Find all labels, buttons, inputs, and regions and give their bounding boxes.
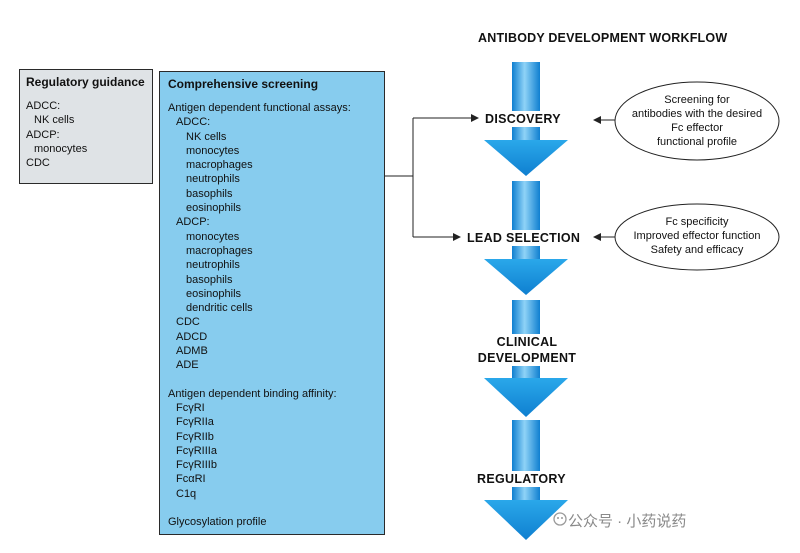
adcp-cell: eosinophils: [186, 287, 242, 300]
adcp-cell: macrophages: [186, 244, 253, 257]
assay-item: ADE: [176, 359, 199, 372]
watermark-text: 公众号 · 小药说药: [568, 513, 687, 530]
reg-line: NK cells: [34, 114, 75, 127]
lead-note-line: Fc specificity: [665, 216, 729, 228]
adcc-cell: monocytes: [186, 144, 240, 157]
adcp-cell: dendritic cells: [186, 302, 253, 315]
stage-clinical-line2: DEVELOPMENT: [477, 351, 577, 365]
workflow-arrow-discovery: [484, 62, 568, 176]
reg-line: ADCP:: [26, 128, 60, 141]
discovery-note-line: antibodies with the desired: [631, 108, 763, 120]
stage-clinical-line1: CLINICAL: [496, 335, 558, 349]
reg-line: CDC: [26, 157, 50, 170]
discovery-note-line: Screening for: [664, 94, 730, 106]
assay-item: CDC: [176, 316, 200, 329]
glycosylation-profile: Glycosylation profile: [168, 516, 267, 529]
workflow-title: ANTIBODY DEVELOPMENT WORKFLOW: [478, 31, 728, 45]
receptor-item: C1q: [176, 487, 197, 500]
receptor-item: FcγRIIb: [176, 430, 214, 443]
receptor-item: FcγRIIa: [176, 416, 214, 429]
assay-item: ADCD: [176, 330, 208, 343]
regulatory-guidance-box: Regulatory guidance ADCC: NK cells ADCP:…: [19, 69, 153, 184]
workflow-arrow-lead: [484, 181, 568, 295]
binding-affinity-heading: Antigen dependent binding affinity:: [168, 387, 337, 400]
stage-clinical-development: CLINICAL DEVELOPMENT: [475, 334, 579, 366]
adcp-cell: monocytes: [186, 230, 240, 243]
adcc-cell: NK cells: [186, 130, 227, 143]
lead-note-line: Safety and efficacy: [650, 244, 744, 256]
adcc-label: ADCC:: [176, 116, 211, 129]
adcc-cell: neutrophils: [186, 173, 240, 186]
receptor-item: FcγRI: [176, 401, 205, 414]
adcp-cell: basophils: [186, 273, 233, 286]
comprehensive-screening-box: Comprehensive screening Antigen dependen…: [159, 71, 385, 535]
assay-item: ADMB: [176, 345, 208, 358]
receptor-item: FcγRIIIb: [176, 459, 217, 472]
stage-discovery: DISCOVERY: [482, 111, 564, 127]
wechat-icon: [553, 512, 567, 526]
adcc-cell: eosinophils: [186, 202, 242, 215]
screening-connector: [385, 114, 479, 241]
screening-title: Comprehensive screening: [168, 77, 319, 91]
stage-regulatory: REGULATORY: [474, 471, 569, 487]
adcc-cell: basophils: [186, 187, 233, 200]
receptor-item: FcγRIIIa: [176, 444, 217, 457]
reg-line: monocytes: [34, 142, 88, 155]
adcp-label: ADCP:: [176, 216, 210, 229]
regulatory-guidance-title: Regulatory guidance: [26, 75, 145, 89]
adcp-cell: neutrophils: [186, 259, 240, 272]
lead-note-line: Improved effector function: [633, 230, 761, 242]
reg-line: ADCC:: [26, 100, 61, 112]
stage-lead-selection: LEAD SELECTION: [464, 230, 584, 246]
lead-note: Fc specificity Improved effector functio…: [617, 215, 777, 257]
discovery-note-line: functional profile: [656, 136, 738, 148]
discovery-note: Screening for antibodies with the desire…: [617, 93, 777, 149]
functional-assays-heading: Antigen dependent functional assays:: [168, 102, 351, 114]
adcc-cell: macrophages: [186, 159, 253, 172]
discovery-note-line: Fc effector: [671, 122, 723, 134]
discovery-note-oval: [614, 81, 780, 161]
receptor-item: FcαRI: [176, 473, 206, 486]
